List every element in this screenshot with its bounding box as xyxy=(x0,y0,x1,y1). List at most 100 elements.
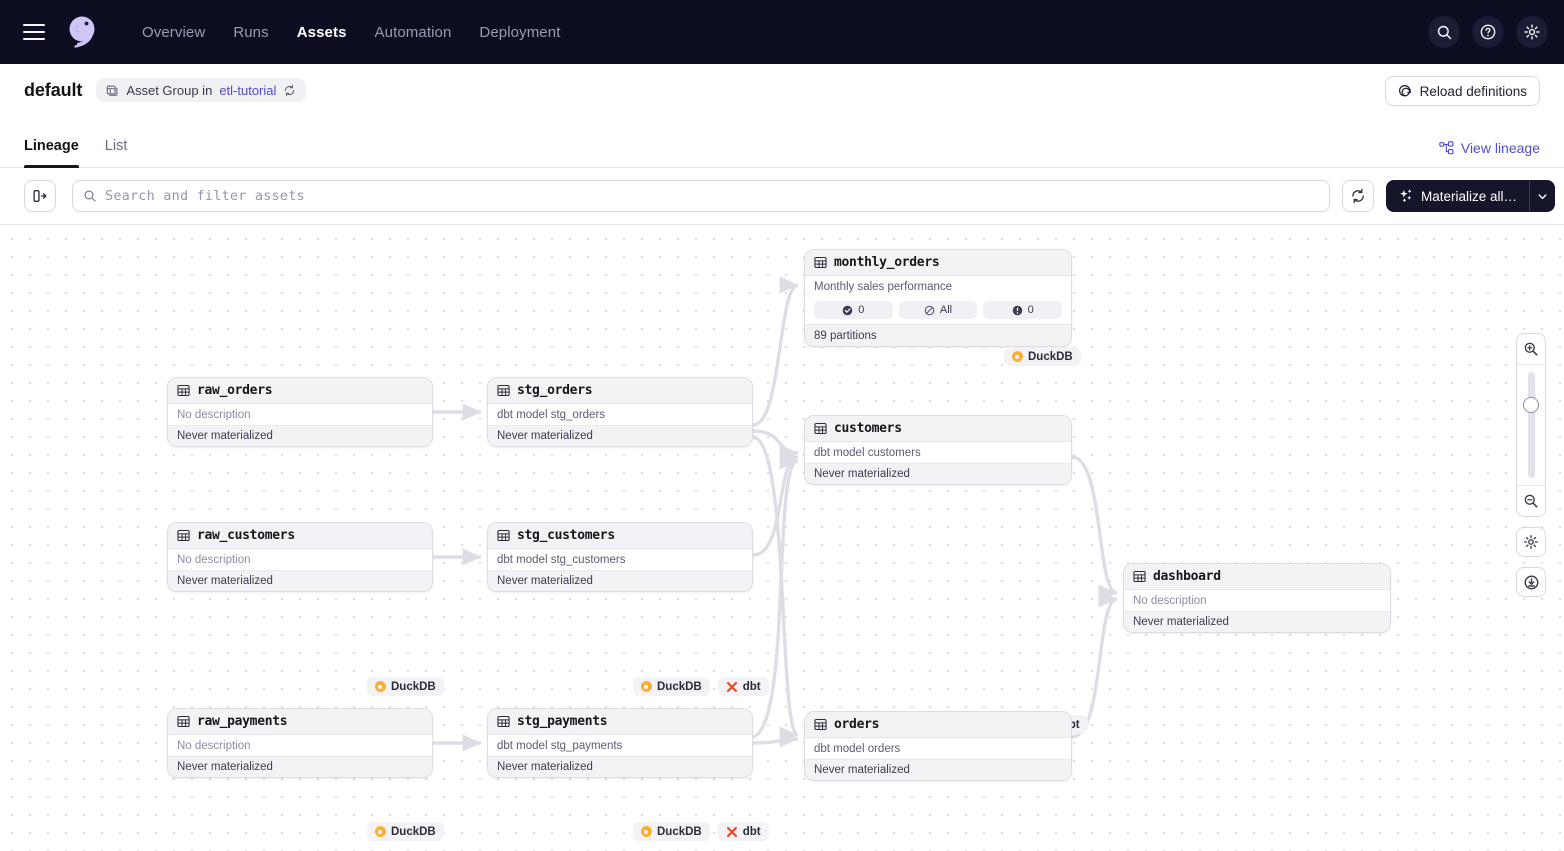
zoom-in-button[interactable] xyxy=(1517,334,1545,364)
zoom-controls xyxy=(1516,333,1546,597)
materialize-options-button[interactable] xyxy=(1529,180,1555,212)
zoom-slider-group xyxy=(1516,333,1546,517)
check-circle-icon xyxy=(842,305,853,315)
graph-settings-button[interactable] xyxy=(1516,527,1546,557)
asset-node-raw_customers[interactable]: raw_customers No description Never mater… xyxy=(167,522,433,592)
zoom-slider[interactable] xyxy=(1517,364,1545,486)
search-icon xyxy=(1437,25,1451,39)
table-icon xyxy=(177,384,190,397)
tag-duckdb[interactable]: DuckDB xyxy=(367,822,444,841)
asset-node-status: Never materialized xyxy=(1124,611,1390,632)
search-input[interactable]: Search and filter assets xyxy=(72,180,1330,212)
edge-stg_orders-monthly_orders xyxy=(752,276,799,427)
zoom-out-button[interactable] xyxy=(1517,486,1545,516)
nav-link-deployment[interactable]: Deployment xyxy=(479,23,561,41)
tag-duckdb[interactable]: DuckDB xyxy=(367,677,444,696)
refresh-icon[interactable] xyxy=(283,84,296,97)
asset-node-description: dbt model orders xyxy=(805,738,1071,759)
tag-label: DuckDB xyxy=(391,825,436,838)
asset-node-name: orders xyxy=(834,717,880,732)
asset-node-description: No description xyxy=(168,735,432,756)
tag-label: dbt xyxy=(742,680,761,693)
asset-node-name: raw_orders xyxy=(197,383,273,398)
panel-toggle-icon xyxy=(33,190,47,202)
nav-link-automation[interactable]: Automation xyxy=(374,23,452,41)
help-button[interactable] xyxy=(1472,16,1504,48)
asset-node-monthly_orders[interactable]: monthly_orders Monthly sales performance… xyxy=(804,249,1072,347)
sidebar-toggle-button[interactable] xyxy=(24,180,56,212)
tag-label: dbt xyxy=(742,825,761,838)
asset-node-status: Never materialized xyxy=(168,570,432,591)
dbt-icon xyxy=(726,681,737,692)
assets-toolbar: Search and filter assets Materialize all… xyxy=(0,168,1564,225)
tag-label: DuckDB xyxy=(391,680,436,693)
hamburger-icon[interactable] xyxy=(23,24,45,40)
asset-node-dashboard[interactable]: dashboard No description Never materiali… xyxy=(1123,563,1391,633)
asset-group-link[interactable]: etl-tutorial xyxy=(219,82,277,98)
asset-node-name: stg_orders xyxy=(517,383,593,398)
asset-node-name: stg_customers xyxy=(517,528,615,543)
asset-group-icon xyxy=(107,85,118,96)
view-lineage-link[interactable]: View lineage xyxy=(1439,140,1540,156)
table-icon xyxy=(177,715,190,728)
fit-to-screen-button[interactable] xyxy=(1516,567,1546,597)
partition-pill-success[interactable]: 0 xyxy=(814,301,893,319)
tab-list[interactable]: List xyxy=(104,138,128,154)
asset-group-badge[interactable]: Asset Group in etl-tutorial xyxy=(96,78,307,102)
sparkle-icon xyxy=(1400,189,1412,202)
asset-node-raw_orders[interactable]: raw_orders No description Never material… xyxy=(167,377,433,447)
asset-group-prefix: Asset Group in xyxy=(126,82,213,98)
asset-node-header: raw_customers xyxy=(168,523,432,549)
asset-node-description: dbt model stg_orders xyxy=(488,404,752,425)
partition-pill-failed[interactable]: 0 xyxy=(983,301,1063,319)
asset-node-description: dbt model customers xyxy=(805,442,1071,463)
nav-link-runs[interactable]: Runs xyxy=(233,23,269,41)
asset-node-stg_payments[interactable]: stg_payments dbt model stg_payments Neve… xyxy=(487,708,753,778)
tag-duckdb[interactable]: DuckDB xyxy=(633,677,710,696)
duckdb-icon xyxy=(1012,351,1023,362)
lineage-canvas[interactable]: raw_orders No description Never material… xyxy=(0,225,1564,851)
asset-node-name: dashboard xyxy=(1153,569,1221,584)
materialize-all-button-group: Materialize all… xyxy=(1386,180,1556,212)
asset-node-description: Monthly sales performance xyxy=(805,276,1071,297)
search-icon xyxy=(84,190,96,202)
asset-node-name: customers xyxy=(834,421,902,436)
asset-node-name: monthly_orders xyxy=(834,255,940,270)
asset-node-customers[interactable]: customers dbt model customers Never mate… xyxy=(804,415,1072,485)
asset-node-description: No description xyxy=(168,549,432,570)
tag-dbt[interactable]: dbt xyxy=(717,677,769,696)
edge-stg_payments-customers xyxy=(752,452,799,739)
materialize-all-button[interactable]: Materialize all… xyxy=(1386,180,1529,212)
asset-node-status: Never materialized xyxy=(805,463,1071,484)
dagster-logo[interactable] xyxy=(62,12,102,52)
settings-button[interactable] xyxy=(1516,16,1548,48)
tab-lineage[interactable]: Lineage xyxy=(24,138,79,168)
zoom-out-icon xyxy=(1524,494,1538,508)
duckdb-icon xyxy=(375,826,386,837)
help-icon xyxy=(1480,24,1496,40)
asset-node-name: stg_payments xyxy=(517,714,608,729)
reload-definitions-button[interactable]: Reload definitions xyxy=(1384,76,1540,106)
asset-tags-raw_customers: DuckDB xyxy=(367,822,444,841)
asset-node-stg_orders[interactable]: stg_orders dbt model stg_orders Never ma… xyxy=(487,377,753,447)
tag-duckdb[interactable]: DuckDB xyxy=(1004,347,1081,366)
asset-tags-raw_orders: DuckDB xyxy=(367,677,444,696)
zoom-slider-thumb[interactable] xyxy=(1523,397,1539,413)
global-search-button[interactable] xyxy=(1428,16,1460,48)
asset-node-stg_customers[interactable]: stg_customers dbt model stg_customers Ne… xyxy=(487,522,753,592)
tag-duckdb[interactable]: DuckDB xyxy=(633,822,710,841)
asset-node-orders[interactable]: orders dbt model orders Never materializ… xyxy=(804,711,1072,781)
nav-link-overview[interactable]: Overview xyxy=(142,23,206,41)
asset-node-status: Never materialized xyxy=(488,756,752,777)
tag-dbt[interactable]: dbt xyxy=(717,822,769,841)
partition-pill-missing[interactable]: All xyxy=(898,301,978,319)
top-navigation-bar: Overview Runs Assets Automation Deployme… xyxy=(0,0,1564,64)
gear-icon xyxy=(1524,535,1538,549)
nav-link-assets[interactable]: Assets xyxy=(296,23,347,41)
refresh-assets-button[interactable] xyxy=(1342,180,1374,212)
asset-node-raw_payments[interactable]: raw_payments No description Never materi… xyxy=(167,708,433,778)
main-nav-links: Overview Runs Assets Automation Deployme… xyxy=(142,24,560,41)
asset-node-status: Never materialized xyxy=(805,759,1071,780)
pill-label: All xyxy=(939,304,953,316)
failed-circle-icon xyxy=(1012,305,1022,315)
